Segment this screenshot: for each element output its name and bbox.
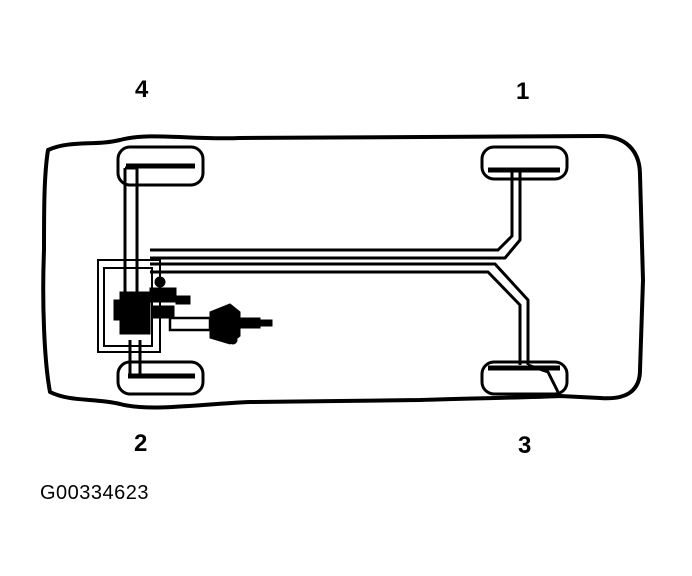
brake-line-right-front bbox=[150, 172, 522, 260]
wheel-label-left-front: 4 bbox=[135, 76, 149, 103]
wheel-right-rear bbox=[480, 360, 569, 396]
master-cylinder-assembly bbox=[113, 276, 273, 345]
wheel-label-right-rear: 3 bbox=[518, 432, 532, 459]
vehicle-body-outline bbox=[41, 134, 645, 410]
figure-id: G00334623 bbox=[40, 482, 150, 504]
wheel-label-left-rear: 2 bbox=[134, 430, 148, 457]
wheel-label-right-front: 1 bbox=[516, 78, 530, 105]
brake-line-right-rear bbox=[150, 270, 522, 365]
wheel-right-front bbox=[480, 145, 569, 181]
wheel-left-front bbox=[116, 145, 205, 187]
